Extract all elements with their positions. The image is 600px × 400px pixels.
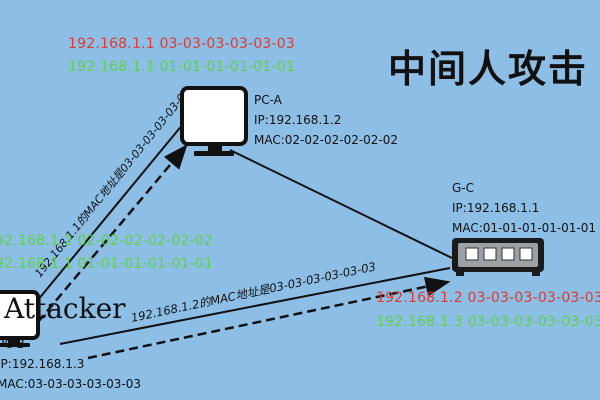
pc-a-monitor-icon (180, 86, 248, 156)
link-pcb-gateway (59, 267, 451, 345)
pcb-info: PC-B IP:192.168.1.3 MAC:03-03-03-03-03-0… (0, 334, 141, 394)
spoof-arrow-to-pca (37, 144, 188, 323)
gateway-mac: MAC:01-01-01-01-01-01 (452, 221, 597, 235)
pca-mac: MAC:02-02-02-02-02-02 (254, 133, 399, 147)
pcb-name: PC-B (0, 337, 25, 351)
gateway-ip: IP:192.168.1.1 (452, 201, 540, 215)
gateway-switch-icon (452, 238, 544, 276)
pcb-mac: MAC:03-03-03-03-03-03 (0, 377, 142, 391)
gateway-info: G-C IP:192.168.1.1 MAC:01-01-01-01-01-01 (452, 178, 596, 238)
pcb-ip: IP:192.168.1.3 (0, 357, 85, 371)
message-to-pca: 192.168.1.1的MAC地址是03-03-03-03-03-03 (32, 86, 193, 280)
pca-ip: IP:192.168.1.2 (254, 113, 342, 127)
pca-info: PC-A IP:192.168.1.2 MAC:02-02-02-02-02-0… (254, 90, 398, 150)
gateway-name: G-C (452, 181, 475, 195)
attacker-label: Attacker (4, 292, 126, 325)
link-pca-gateway (229, 149, 453, 259)
gateway-arp-entry-1: 192.168.1.2 03-03-03-03-03-03 (376, 290, 600, 306)
link-pcb-pca (27, 117, 189, 313)
page-title: 中间人攻击 (388, 46, 589, 91)
pca-name: PC-A (254, 93, 282, 107)
pca-arp-entry-2: 192.168.1.1 01-01-01-01-01-01 (68, 59, 296, 75)
spoof-arrow-to-gateway (87, 276, 451, 360)
pcb-arp-entry-2: 192.168.1.1 01-01-01-01-01-01 (0, 256, 214, 272)
gateway-arp-entry-2: 192.168.1.3 03-03-03-03-03-03 (376, 314, 600, 330)
pc-b-monitor-icon (0, 290, 40, 347)
pca-arp-entry-1: 192.168.1.1 03-03-03-03-03-03 (68, 36, 296, 52)
pcb-arp-entry-1: 192.168.1.2 02-02-02-02-02-02 (0, 233, 214, 249)
